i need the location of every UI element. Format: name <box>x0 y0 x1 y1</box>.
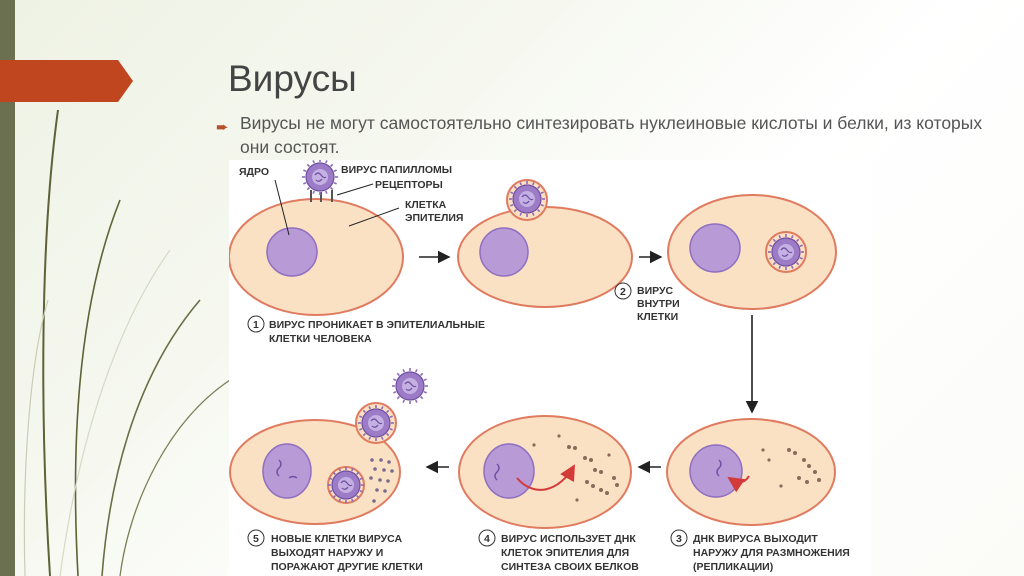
free-virus-icon <box>392 368 428 404</box>
bullet-arrow-icon: ➨ <box>216 118 229 136</box>
nucleus-5 <box>263 444 311 498</box>
step-4-number: 4 <box>484 533 490 545</box>
step-5-line-2: ВЫХОДЯТ НАРУЖУ И <box>271 547 383 559</box>
step-2-line-2: ВНУТРИ <box>637 298 680 310</box>
new-virus-icon <box>328 467 364 503</box>
step-1-number: 1 <box>253 319 259 331</box>
nucleus-2 <box>480 228 528 276</box>
cell-5 <box>230 403 400 524</box>
step-3-line-3: (РЕПЛИКАЦИИ) <box>693 561 773 573</box>
bullet-text: Вирусы не могут самостоятельно синтезиро… <box>240 111 1000 159</box>
entering-virus-icon <box>509 181 545 217</box>
step-1-line-2: КЛЕТКИ ЧЕЛОВЕКА <box>269 333 372 345</box>
step-2-number: 2 <box>620 286 626 298</box>
step-5-line-3: ПОРАЖАЮТ ДРУГИЕ КЛЕТКИ <box>271 561 423 573</box>
step-1: 1 ВИРУС ПРОНИКАЕТ В ЭПИТЕЛИАЛЬНЫЕ КЛЕТКИ… <box>248 316 485 345</box>
nucleus-4 <box>484 444 534 498</box>
cell-3 <box>668 195 836 309</box>
label-virus: ВИРУС ПАПИЛЛОМЫ <box>341 164 452 176</box>
step-5: 5 НОВЫЕ КЛЕТКИ ВИРУСА ВЫХОДЯТ НАРУЖУ И П… <box>248 530 423 573</box>
nucleus-1 <box>267 228 317 276</box>
step-5-number: 5 <box>253 533 259 545</box>
label-nucleus: ЯДРО <box>239 166 269 178</box>
step-3-number: 3 <box>676 533 682 545</box>
label-receptors: РЕЦЕПТОРЫ <box>375 179 443 191</box>
papilloma-virus-icon <box>302 160 338 195</box>
step-2: 2 ВИРУС ВНУТРИ КЛЕТКИ <box>615 283 680 323</box>
virus-lifecycle-diagram: ЯДРО ВИРУС ПАПИЛЛОМЫ РЕЦЕПТОРЫ КЛЕТКА ЭП… <box>229 160 871 576</box>
step-3: 3 ДНК ВИРУСА ВЫХОДИТ НАРУЖУ ДЛЯ РАЗМНОЖЕ… <box>671 530 850 573</box>
budding-virus-icon <box>358 405 394 441</box>
label-cell-line2: ЭПИТЕЛИЯ <box>405 212 463 224</box>
slide-title: Вирусы <box>228 58 357 100</box>
step-4-line-3: СИНТЕЗА СВОИХ БЕЛКОВ <box>501 561 639 573</box>
label-cell-line1: КЛЕТКА <box>405 199 447 211</box>
step-2-line-3: КЛЕТКИ <box>637 311 678 323</box>
cell-2 <box>458 180 632 307</box>
cell-3b <box>667 419 835 525</box>
internal-virus-icon <box>768 234 804 270</box>
step-2-line-1: ВИРУС <box>637 285 674 297</box>
step-5-line-1: НОВЫЕ КЛЕТКИ ВИРУСА <box>271 533 402 545</box>
decorative-curves <box>0 0 260 576</box>
cell-4 <box>459 416 631 528</box>
step-1-line-1: ВИРУС ПРОНИКАЕТ В ЭПИТЕЛИАЛЬНЫЕ <box>269 319 485 331</box>
step-4-line-1: ВИРУС ИСПОЛЬЗУЕТ ДНК <box>501 533 636 545</box>
nucleus-3b <box>690 445 742 497</box>
step-4: 4 ВИРУС ИСПОЛЬЗУЕТ ДНК КЛЕТОК ЭПИТЕЛИЯ Д… <box>479 530 639 573</box>
step-4-line-2: КЛЕТОК ЭПИТЕЛИЯ ДЛЯ <box>501 547 629 559</box>
step-3-line-2: НАРУЖУ ДЛЯ РАЗМНОЖЕНИЯ <box>693 547 850 559</box>
nucleus-3 <box>690 224 740 272</box>
step-3-line-1: ДНК ВИРУСА ВЫХОДИТ <box>693 533 818 545</box>
